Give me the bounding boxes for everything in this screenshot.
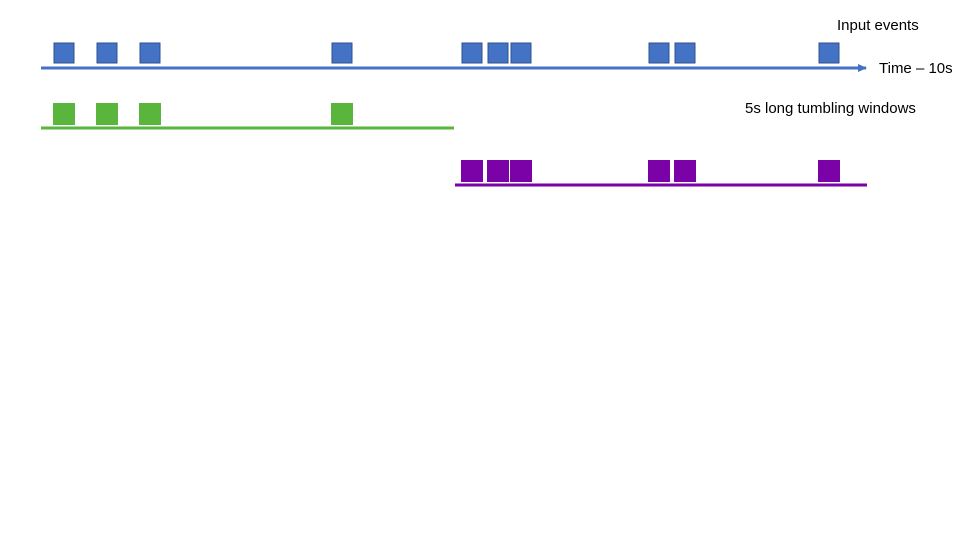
- window-1-event-4: [331, 103, 353, 125]
- window-2-event-3: [510, 160, 532, 182]
- tumbling-windows-label: 5s long tumbling windows: [745, 100, 916, 117]
- window-2-event-6: [818, 160, 840, 182]
- input-event-6: [487, 42, 509, 64]
- input-events-row: [53, 42, 840, 64]
- window-2-event-5: [674, 160, 696, 182]
- window-2-event-2: [487, 160, 509, 182]
- input-event-3: [139, 42, 161, 64]
- input-event-1: [53, 42, 75, 64]
- input-event-7: [510, 42, 532, 64]
- window-1-event-2: [96, 103, 118, 125]
- window-1-event-3: [139, 103, 161, 125]
- input-event-4: [331, 42, 353, 64]
- window-1-row: [41, 103, 454, 130]
- input-event-9: [674, 42, 696, 64]
- window-2-event-4: [648, 160, 670, 182]
- input-event-10: [818, 42, 840, 64]
- time-axis-label: Time – 10s: [879, 60, 953, 77]
- input-events-label: Input events: [837, 17, 919, 34]
- window-1-event-1: [53, 103, 75, 125]
- window-2-row: [455, 160, 867, 187]
- input-event-5: [461, 42, 483, 64]
- window-2-event-1: [461, 160, 483, 182]
- input-event-2: [96, 42, 118, 64]
- input-event-8: [648, 42, 670, 64]
